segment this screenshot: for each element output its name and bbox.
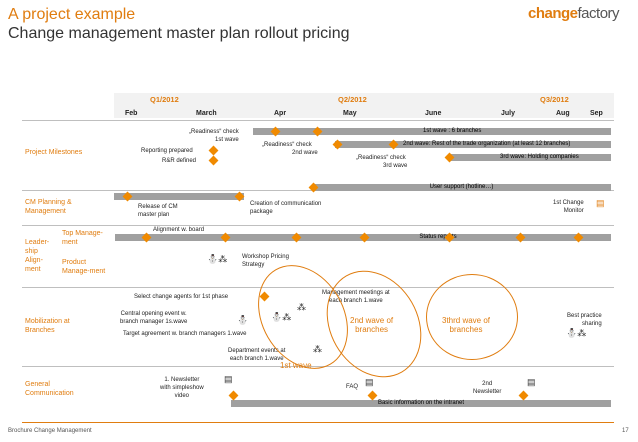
quarter-q2: Q2/2012 — [338, 95, 367, 104]
meeting-icon: ⁂ — [313, 344, 322, 354]
bar-cm-planning — [114, 193, 244, 200]
bar-2nd-wave: 2nd wave: Rest of the trade organization… — [335, 141, 611, 148]
page-number: 17 — [622, 428, 629, 434]
row-separator — [22, 366, 614, 367]
meeting-icon: ⛄ — [237, 315, 249, 325]
milestone-diamond — [367, 390, 378, 401]
month-feb: Feb — [125, 110, 138, 117]
month-apr: Apr — [274, 110, 287, 117]
target-agreement: Target agreement w. branch managers 1.wa… — [123, 331, 247, 337]
row-label-mobilization: Mobilization at Branches — [25, 318, 70, 334]
footer-label: Brochure Change Management — [8, 428, 92, 434]
quarter-q1: Q1/2012 — [150, 95, 179, 104]
meeting-icon: ⛄⁂ — [566, 328, 587, 338]
bar-3rd-wave: 3rd wave: Holding companies — [448, 154, 611, 161]
month-sep: Sep — [590, 110, 603, 117]
meeting-icon: ⛄⁂ — [271, 312, 292, 322]
bar-1st-wave: 1st wave : 6 branches — [253, 128, 611, 135]
row-separator — [22, 422, 614, 423]
company-logo: changefactory — [528, 5, 620, 22]
bar-intranet: Basic information on the intranet — [231, 400, 611, 407]
page-title: A project example — [8, 6, 136, 23]
workshop-icon: ⛄⁂ — [207, 254, 228, 264]
row-label-top-management: Top Manage-ment — [62, 230, 103, 246]
bar-user-support: User support (hotline…) — [312, 184, 611, 191]
row-separator — [22, 287, 614, 288]
quarter-q3: Q3/2012 — [540, 95, 569, 104]
document-icon: ▤ — [596, 198, 605, 208]
milestone-diamond — [208, 155, 219, 166]
month-june: June — [425, 110, 442, 117]
month-march: March — [196, 110, 217, 117]
row-label-project-milestones: Project Milestones — [25, 149, 83, 156]
row-label-product-management: Product Manage-ment — [62, 259, 106, 275]
meeting-icon: ⁂ — [297, 302, 306, 312]
timeline-header — [114, 93, 614, 118]
page-subtitle: Change management master plan rollout pr… — [8, 25, 350, 42]
select-change-agents: Select change agents for 1st phase — [134, 294, 229, 300]
newsletter-icon: ▤ — [527, 377, 536, 387]
wave-ellipse-3 — [426, 274, 518, 360]
milestone-diamond — [228, 390, 239, 401]
row-label-leadership-alignment: Leader-ship Align-ment — [25, 239, 50, 273]
milestone-diamond — [518, 390, 529, 401]
month-aug: Aug — [556, 110, 570, 117]
milestone-diamond — [208, 145, 219, 156]
row-separator — [22, 120, 614, 121]
faq: FAQ — [346, 384, 359, 390]
central-opening-event: Central opening event w.branch manager 1… — [120, 311, 188, 325]
row-separator — [22, 225, 614, 226]
row-label-cm-planning: CM Planning & Management — [25, 199, 72, 215]
reporting-prepared: Reporting prepared — [141, 148, 193, 154]
alignment-board: Alignment w. board — [153, 227, 205, 233]
rr-defined: R&R defined — [162, 158, 197, 164]
newsletter-icon: ▤ — [224, 374, 233, 384]
month-july: July — [501, 110, 516, 117]
wave-label-1: 1st wave — [280, 361, 312, 370]
faq-icon: ▤ — [365, 377, 374, 387]
row-label-general-communication: General Communication — [25, 381, 74, 397]
month-may: May — [343, 110, 357, 117]
